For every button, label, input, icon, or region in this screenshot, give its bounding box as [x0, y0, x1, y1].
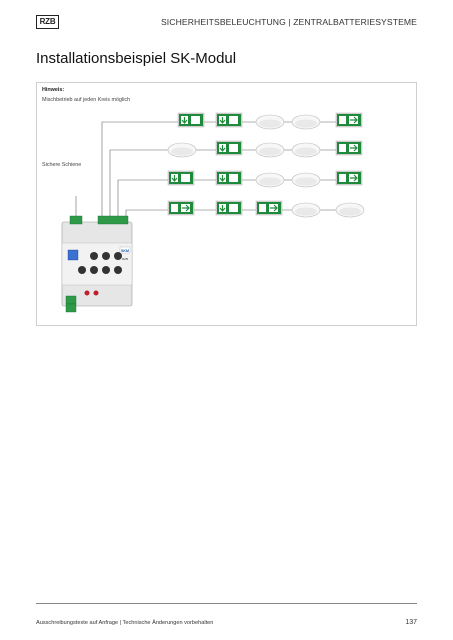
header-title: SICHERHEITSBELEUCHTUNG | ZENTRALBATTERIE… [160, 17, 417, 27]
exit-sign-down [215, 112, 243, 128]
round-emergency-luminaire [291, 172, 321, 188]
exit-sign-down [215, 170, 243, 186]
exit-sign-down [167, 170, 195, 186]
hint-text: Mischbetrieb auf jeden Kreis möglich [42, 97, 131, 103]
round-emergency-luminaire [255, 114, 285, 130]
page-title: Installationsbeispiel SK-Modul [36, 50, 237, 67]
round-emergency-luminaire [291, 114, 321, 130]
footer-text: Ausschreibungstexte auf Anfrage | Techni… [36, 620, 214, 626]
module-brand: RZB [122, 257, 128, 261]
module-label: SKM [121, 249, 129, 253]
exit-sign-right [255, 200, 283, 216]
sk-module: SKM RZB [61, 215, 133, 313]
footer-divider [36, 603, 417, 604]
exit-sign-down [215, 200, 243, 216]
round-emergency-luminaire [255, 142, 285, 158]
rzb-logo: RZB [36, 15, 59, 29]
status-led [67, 249, 79, 261]
fixtures [167, 112, 365, 218]
round-emergency-luminaire [291, 142, 321, 158]
exit-sign-right [335, 170, 363, 186]
round-emergency-luminaire [291, 202, 321, 218]
exit-sign-right [167, 200, 195, 216]
circuit-terminals [97, 215, 129, 225]
page-number: 137 [405, 619, 417, 626]
round-emergency-luminaire [335, 202, 365, 218]
exit-sign-down [215, 140, 243, 156]
exit-sign-right [335, 140, 363, 156]
hint-label: Hinweis: [42, 87, 65, 93]
rail-label: Sichere Schiene [42, 162, 82, 168]
exit-sign-right [335, 112, 363, 128]
round-emergency-luminaire [255, 172, 285, 188]
figure-frame [36, 82, 417, 326]
exit-sign-down [177, 112, 205, 128]
rail-terminal [69, 215, 83, 225]
round-emergency-luminaire [167, 142, 197, 158]
